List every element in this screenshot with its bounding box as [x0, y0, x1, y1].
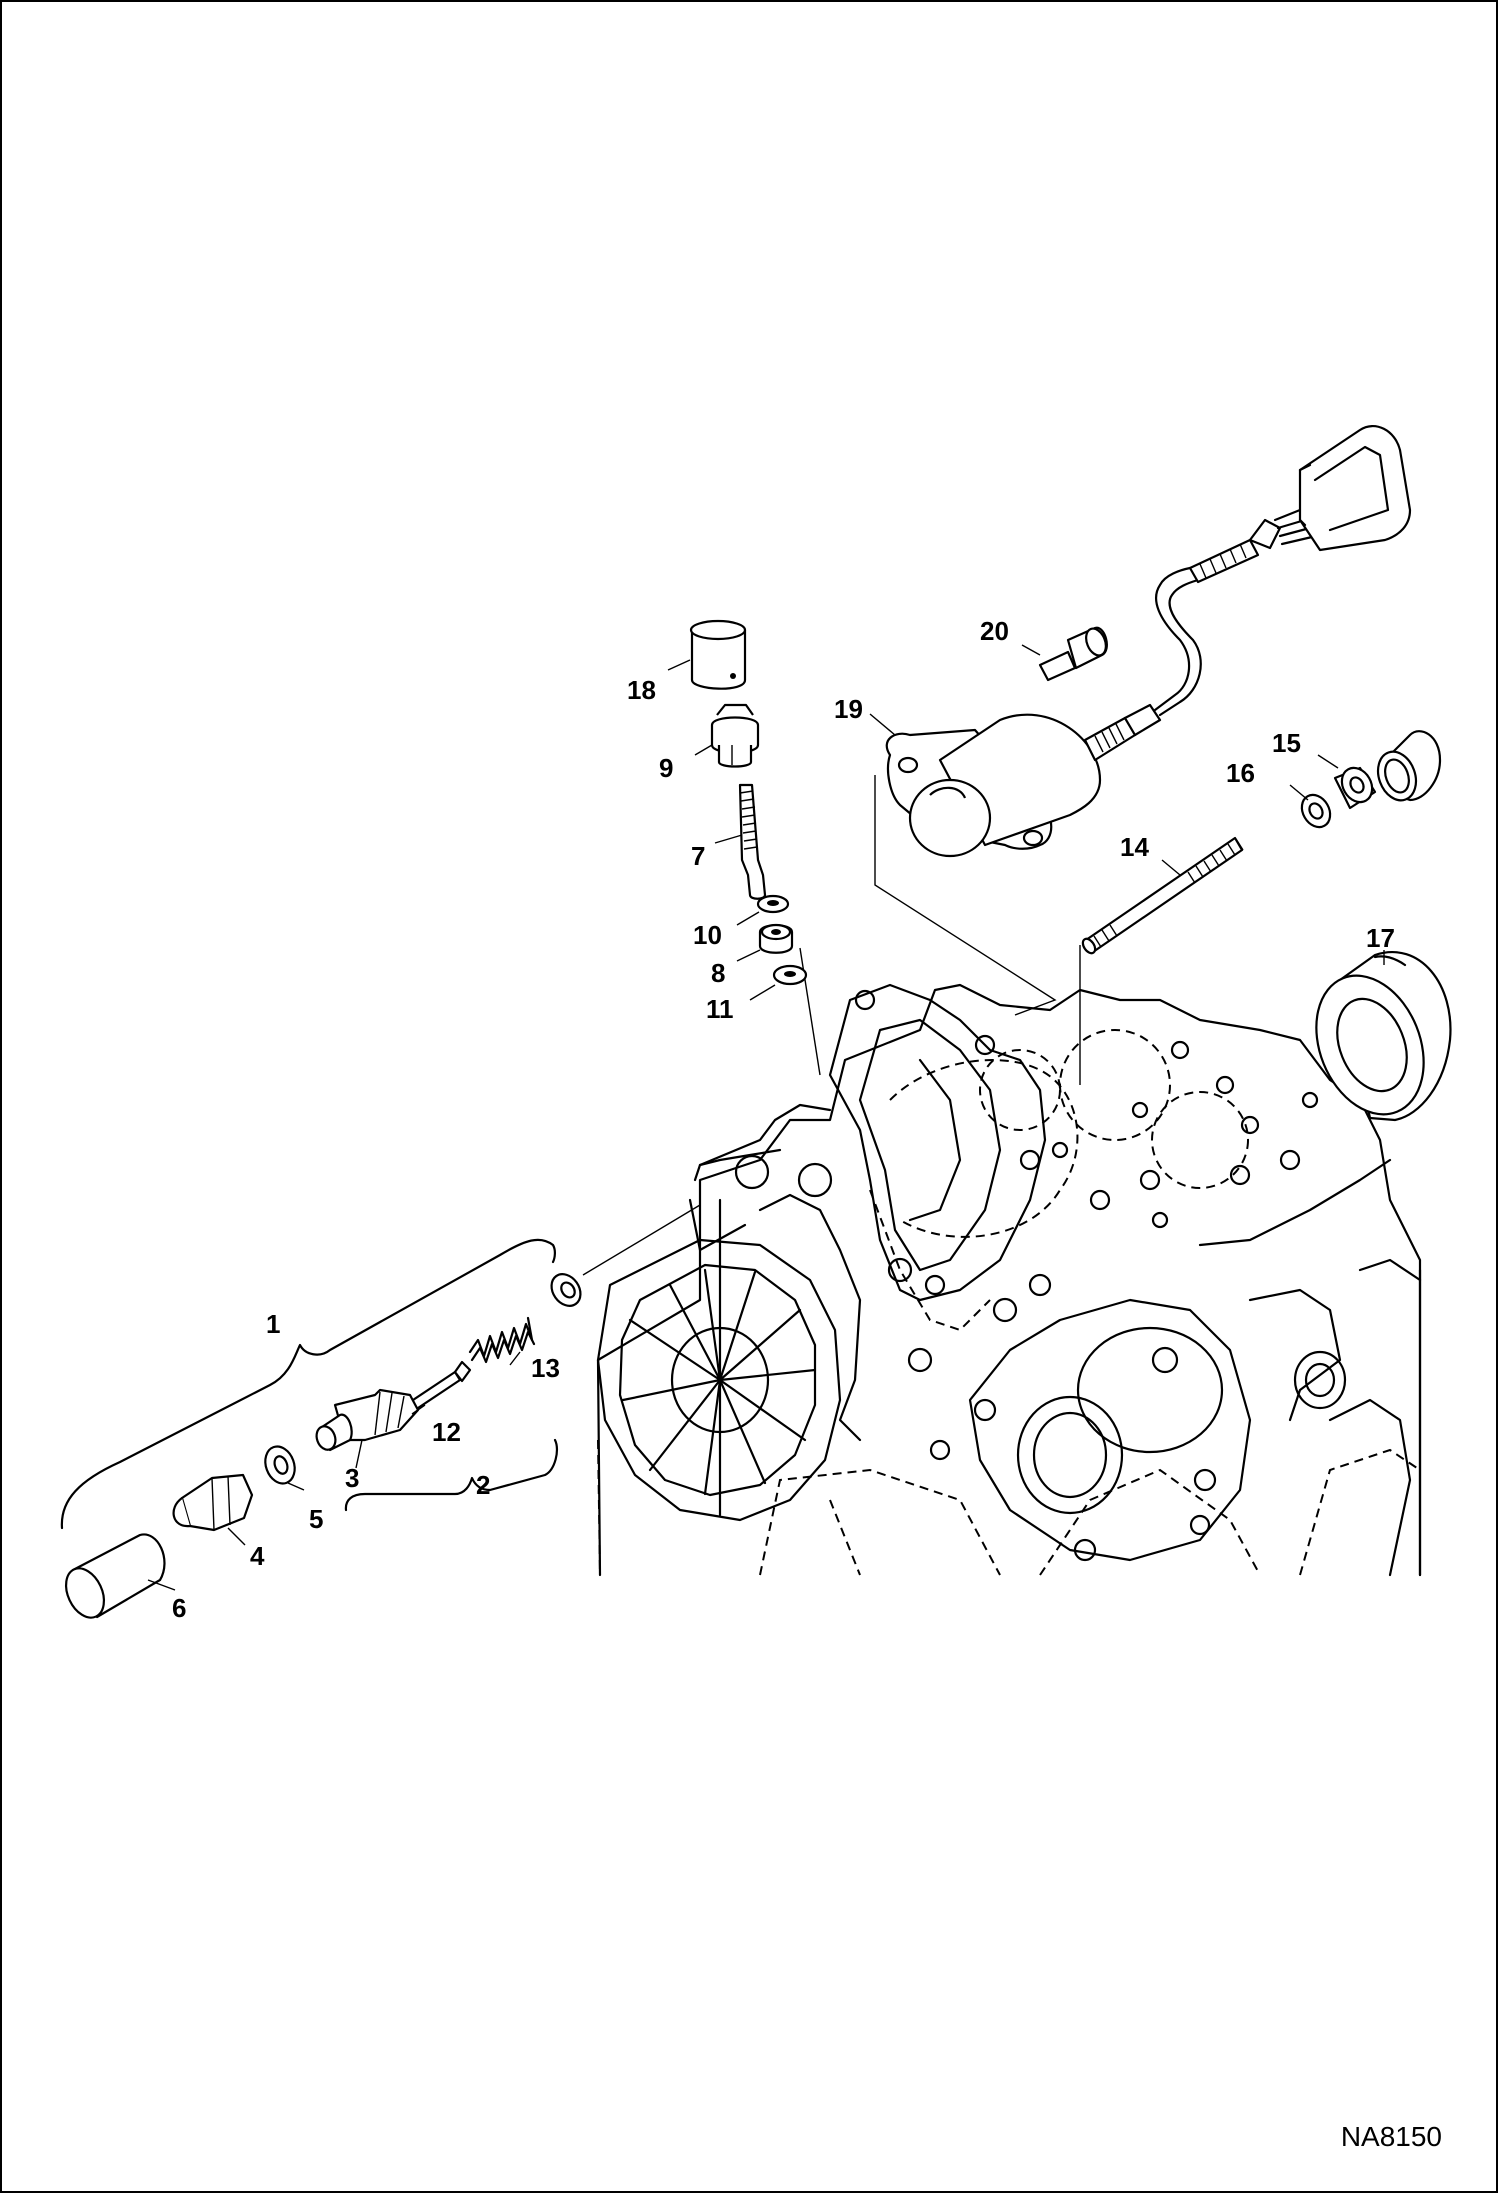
part-19-solenoid: [885, 424, 1412, 858]
group-brackets: [60, 1238, 559, 1530]
callout-5: 5: [309, 1504, 323, 1534]
part-3-body: [315, 1388, 420, 1452]
callout-1: 1: [266, 1309, 280, 1339]
head-bolt-holes: [1051, 1040, 1319, 1229]
callout-18: 18: [627, 675, 656, 705]
part-6-sleeve: [64, 1533, 166, 1619]
callout-11: 11: [706, 994, 734, 1024]
callout-4: 4: [250, 1541, 265, 1571]
part-9-nut: [710, 703, 760, 768]
callout-19: 19: [834, 694, 863, 724]
callout-6: 6: [172, 1593, 186, 1623]
part-10-washer: [756, 894, 790, 914]
callout-8: 8: [711, 958, 725, 988]
washer-upper-left: [550, 1273, 582, 1307]
callout-12: 12: [432, 1417, 461, 1447]
gear-cover-ribs: [596, 1198, 842, 1522]
callout-16: 16: [1226, 758, 1255, 788]
part-12-valve-stem: [408, 1360, 472, 1412]
callouts: 1 2 3 4 5 6 7 8 9 10 11 12 13 14 15 16 1…: [172, 616, 1395, 1623]
callout-13: 13: [531, 1353, 560, 1383]
part-13-spring: [468, 1316, 536, 1364]
part-11-washer: [772, 964, 808, 986]
callout-17: 17: [1366, 923, 1395, 953]
callout-15: 15: [1272, 728, 1301, 758]
figure-id: NA8150: [1340, 2121, 1442, 2152]
part-15-nut: [1333, 766, 1377, 810]
leader-lines: [147, 644, 1385, 1591]
part-7-threaded-pin: [738, 783, 767, 900]
center-pump-housing: [968, 1273, 1252, 1562]
ring-seal-upper: [1376, 730, 1442, 802]
part-17-seal: [1315, 951, 1452, 1122]
part-14-stud: [1081, 836, 1244, 955]
engine-housing: [596, 983, 1422, 1577]
alignment-lines: [582, 775, 1081, 1276]
part-5-washer: [264, 1445, 296, 1485]
callout-9: 9: [659, 753, 673, 783]
callout-20: 20: [980, 616, 1009, 646]
callout-14: 14: [1120, 832, 1149, 862]
callout-10: 10: [693, 920, 722, 950]
callout-3: 3: [345, 1463, 359, 1493]
part-18-cap: [689, 619, 747, 690]
part-4-cap-nut: [172, 1473, 254, 1532]
part-20-bolt: [1038, 626, 1108, 682]
callout-2: 2: [476, 1470, 490, 1500]
upper-flange-housing: [828, 983, 1047, 1302]
callout-7: 7: [691, 841, 705, 871]
part-16-washer: [1300, 793, 1332, 829]
part-8-nut: [758, 923, 794, 954]
